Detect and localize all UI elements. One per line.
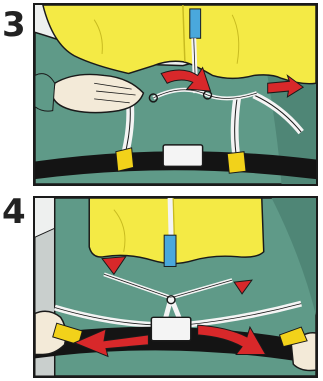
- blue-inflation-tab-icon: [190, 9, 201, 38]
- step-4-drawing: [35, 198, 316, 376]
- step-3-panel: [33, 3, 318, 186]
- yellow-buckle-icon: [116, 148, 134, 171]
- belt-buckle: [151, 317, 190, 340]
- blue-inflation-tab-icon: [164, 235, 176, 266]
- step-number-4: 4: [2, 195, 25, 229]
- step-number-3: 3: [2, 8, 25, 42]
- step-3-drawing: [35, 5, 316, 184]
- step-4-panel: [33, 196, 318, 378]
- belt-buckle: [163, 145, 202, 167]
- yellow-buckle-icon: [227, 152, 246, 174]
